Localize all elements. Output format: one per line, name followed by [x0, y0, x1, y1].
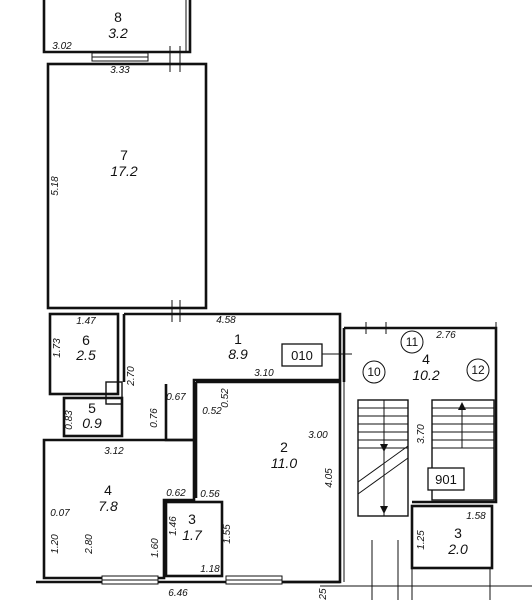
room-5: 0.83 5 0.9: [62, 381, 124, 438]
room-4-area: 7.8: [98, 498, 118, 514]
stair-3-number: 3: [454, 525, 462, 541]
stair-4-number: 4: [422, 351, 430, 367]
dim-1-18: 1.18: [200, 564, 220, 575]
room-8-number: 8: [114, 9, 122, 25]
room-3-number: 3: [188, 511, 196, 527]
dim-0-07: 0.07: [50, 508, 70, 519]
dim-0-62: 0.62: [166, 488, 186, 499]
stair-4-area: 10.2: [412, 367, 439, 383]
stair-code: 901: [435, 472, 457, 487]
axis-11: 11: [406, 335, 419, 349]
room-8-area: 3.2: [108, 25, 128, 41]
dim-0-76: 0.76: [149, 408, 160, 428]
room-5-area: 0.9: [82, 415, 102, 431]
dim-1-58: 1.58: [466, 511, 486, 522]
dim-25: 25: [318, 588, 329, 600]
room-6: 1.47 1.73 6 2.5: [48, 312, 120, 396]
dim-1-25: 1.25: [416, 530, 427, 550]
room-1-area: 8.9: [228, 346, 248, 362]
dim-3-00: 3.00: [308, 430, 328, 441]
entrance: [343, 382, 399, 600]
dim-3-10: 3.10: [254, 368, 274, 379]
dim-1-73: 1.73: [52, 338, 63, 358]
dim-1-20: 1.20: [50, 534, 61, 554]
room-8: 8 3.2 3.02: [42, 0, 192, 54]
axis-10: 10: [367, 365, 381, 379]
stair-3-area: 2.0: [447, 541, 468, 557]
room-1-number: 1: [234, 331, 242, 347]
dim-1-55: 1.55: [222, 524, 233, 544]
dim-0-83: 0.83: [64, 410, 75, 430]
room-6-number: 6: [82, 332, 90, 348]
room-4-number: 4: [104, 482, 112, 498]
dim-4-58: 4.58: [216, 315, 236, 326]
dim-3-12: 3.12: [104, 446, 124, 457]
dim-2-80: 2.80: [84, 534, 95, 555]
room-7-area: 17.2: [110, 163, 137, 179]
dim-2-76: 2.76: [435, 330, 456, 341]
dim-4-05: 4.05: [324, 468, 335, 488]
room-6-area: 2.5: [75, 347, 96, 363]
room-1: 4.58 1 8.9 2.70 0.67 0.76: [122, 312, 342, 442]
dim-0-67: 0.67: [166, 392, 186, 403]
dim-2-70: 2.70: [126, 366, 137, 387]
dim-1-46: 1.46: [168, 516, 179, 536]
dim-0-52b: 0.52: [202, 406, 222, 417]
room-7-number: 7: [120, 147, 128, 163]
room-2: 0.52 3.10 0.52 3.00 2 11.0 4.05 0.56 1.5…: [194, 368, 342, 584]
dim-1-60: 1.60: [150, 538, 161, 558]
bottom-facade: 6.46 25: [36, 575, 532, 600]
dim-0-56: 0.56: [200, 489, 220, 500]
room-7: 7 17.2 5.18: [46, 62, 208, 322]
dim-3-33: 3.33: [110, 65, 130, 76]
room-3-area: 1.7: [182, 527, 203, 543]
flat-code: 010: [291, 348, 313, 363]
dim-5-18: 5.18: [50, 176, 61, 196]
room-3: 1.46 3 1.7 1.18: [164, 500, 224, 578]
room-3-right: 1.58 1.25 3 2.0: [410, 504, 494, 600]
room-4: 3.12 4 7.8 0.62 0.07 1.20 2.80 1.60: [42, 438, 196, 580]
dim-6-46: 6.46: [168, 588, 188, 599]
axis-12: 12: [471, 363, 485, 377]
room-5-number: 5: [88, 400, 96, 416]
stair-code-box: 901: [427, 467, 465, 491]
dim-1-47: 1.47: [76, 316, 96, 327]
flat-code-box: 010: [281, 343, 352, 367]
room-2-area: 11.0: [271, 455, 297, 471]
room-2-number: 2: [280, 439, 288, 455]
stair-hall-4: 2.76 11 10 12 4 10.2 3.70: [342, 322, 498, 504]
stair-flights: [357, 399, 495, 517]
dim-3-70: 3.70: [416, 424, 427, 444]
window-top: 3.33: [91, 46, 181, 76]
dim-0-52: 0.52: [220, 388, 231, 408]
dim-3-02: 3.02: [52, 41, 72, 52]
